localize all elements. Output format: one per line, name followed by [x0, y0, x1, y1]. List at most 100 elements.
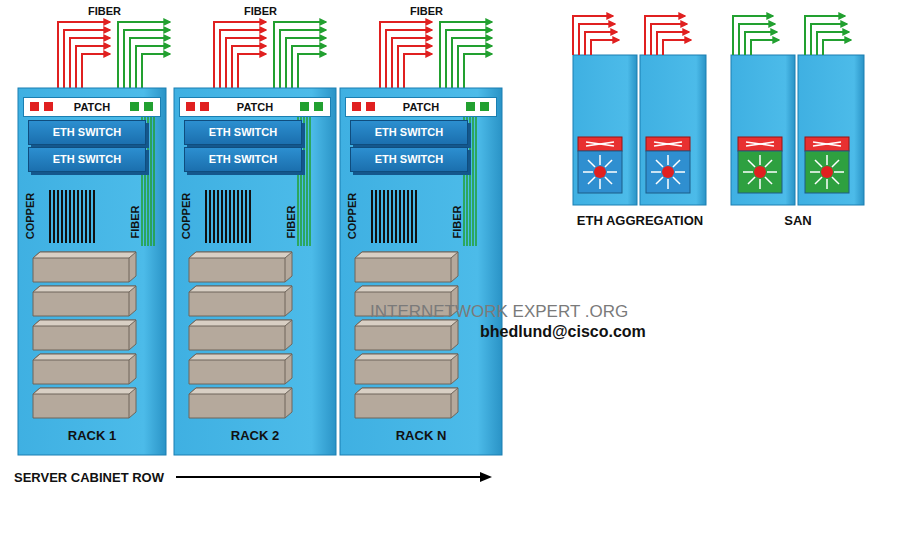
fiber-cable	[303, 116, 305, 246]
port-square	[200, 102, 209, 111]
copper-cable	[225, 190, 227, 243]
copper-cable	[375, 190, 377, 243]
switch-icon	[813, 142, 841, 146]
fiber-wire	[380, 22, 432, 97]
port-square	[480, 102, 489, 111]
copper-cable	[57, 190, 59, 243]
copper-cable	[415, 190, 417, 243]
server	[129, 360, 130, 384]
copper-cable	[407, 190, 409, 243]
rack-cabinet	[174, 88, 336, 455]
fiber-wire	[817, 32, 849, 55]
copper-cable	[61, 190, 63, 243]
switch-label: ETH SWITCH	[351, 148, 467, 171]
switch-icon	[743, 171, 753, 173]
switch-icon	[667, 179, 669, 189]
copper-cable	[85, 190, 87, 243]
copper-cable	[411, 190, 413, 243]
switch-icon	[583, 171, 593, 173]
server	[451, 394, 452, 418]
switch-icon	[646, 137, 690, 151]
port-square	[314, 102, 323, 111]
switch-icon	[654, 142, 682, 146]
fiber-cable	[309, 116, 311, 246]
port-square	[300, 102, 309, 111]
server	[355, 252, 458, 258]
copper-cable	[221, 190, 223, 243]
server	[285, 326, 286, 350]
switch-icon	[662, 166, 674, 178]
copper-cable	[403, 190, 405, 243]
server	[355, 354, 458, 360]
port-square	[186, 102, 195, 111]
eth-switch: ETH SWITCH	[28, 147, 146, 172]
cabinet-group: SAN	[728, 52, 868, 234]
copper-cable	[205, 190, 207, 243]
switch-icon	[656, 177, 663, 184]
fiber-wire	[585, 32, 617, 55]
switch-icon	[810, 171, 820, 173]
fiber-label: FIBER	[244, 5, 277, 17]
switch-icon	[673, 160, 680, 167]
port-square	[352, 102, 361, 111]
email: bhedlund@cisco.com	[480, 323, 646, 341]
copper-cable	[229, 190, 231, 243]
switch-icon	[759, 179, 761, 189]
server	[285, 360, 286, 384]
patch-panel: PATCH	[345, 97, 497, 117]
switch-icon	[656, 160, 663, 167]
server	[33, 252, 136, 282]
patch-panel: PATCH	[23, 97, 161, 117]
copper-label: COPPER	[24, 193, 36, 239]
server	[189, 252, 292, 282]
fiber-label: FIBER	[450, 206, 462, 239]
server	[189, 320, 292, 350]
server	[189, 388, 292, 418]
copper-cable	[217, 190, 219, 243]
switch-icon	[815, 177, 822, 184]
fiber-wire	[124, 30, 170, 97]
server	[33, 252, 136, 258]
server	[189, 286, 292, 292]
fiber-cable	[150, 116, 152, 246]
copper-cable	[49, 190, 51, 243]
port-square	[466, 102, 475, 111]
server	[355, 252, 458, 282]
copper-cable	[379, 190, 381, 243]
switch-icon	[605, 177, 612, 184]
switch-icon	[651, 171, 661, 173]
fiber-wire	[663, 40, 691, 55]
copper-cable	[93, 190, 95, 243]
fiber-wire	[591, 40, 619, 55]
switch-icon	[748, 160, 755, 167]
switch-icon	[578, 151, 622, 193]
switch-icon	[578, 137, 622, 151]
switch-icon	[826, 155, 828, 165]
switch-icon	[586, 142, 614, 146]
server	[285, 258, 286, 282]
server	[33, 286, 136, 316]
server	[129, 394, 130, 418]
switch-icon	[588, 177, 595, 184]
server	[355, 388, 458, 418]
port-square	[366, 102, 375, 111]
port-square	[130, 102, 139, 111]
switch-icon	[765, 177, 772, 184]
server	[451, 326, 452, 350]
copper-cable	[81, 190, 83, 243]
port-square	[30, 102, 39, 111]
fiber-wire	[386, 30, 432, 97]
patch-label: PATCH	[24, 98, 160, 116]
switch-icon	[759, 155, 761, 165]
server	[355, 354, 458, 384]
server	[33, 286, 136, 292]
patch-label: PATCH	[346, 98, 496, 116]
switch-icon	[599, 155, 601, 165]
rack-label: RACK 1	[18, 428, 166, 443]
server	[189, 388, 292, 394]
switch-icon	[767, 171, 777, 173]
switch-icon	[675, 171, 685, 173]
copper-cable	[371, 190, 373, 243]
